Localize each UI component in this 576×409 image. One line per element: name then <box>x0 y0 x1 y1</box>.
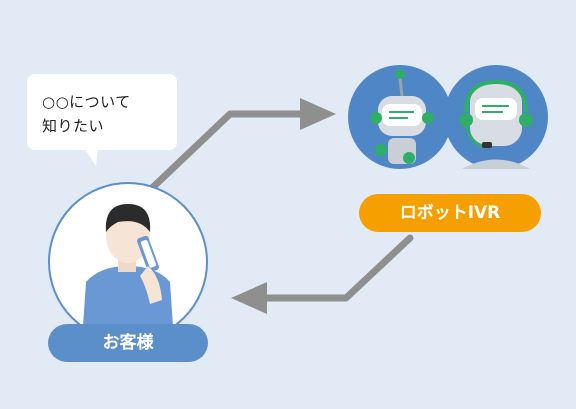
robot-ivr-label: ロボットIVR <box>359 194 541 232</box>
speech-bubble-text: ○○について 知りたい <box>42 90 162 138</box>
speech-bubble-icon <box>27 74 177 166</box>
robot-icon <box>348 65 452 169</box>
arrow-icon <box>231 98 336 314</box>
speech-line-2: 知りたい <box>42 117 105 135</box>
operator-robot-icon <box>444 65 548 169</box>
speech-line-1: ○○について <box>42 93 131 111</box>
person-on-phone-icon <box>48 182 208 342</box>
arrow-icon <box>146 110 414 302</box>
customer-label: お客様 <box>48 324 208 362</box>
